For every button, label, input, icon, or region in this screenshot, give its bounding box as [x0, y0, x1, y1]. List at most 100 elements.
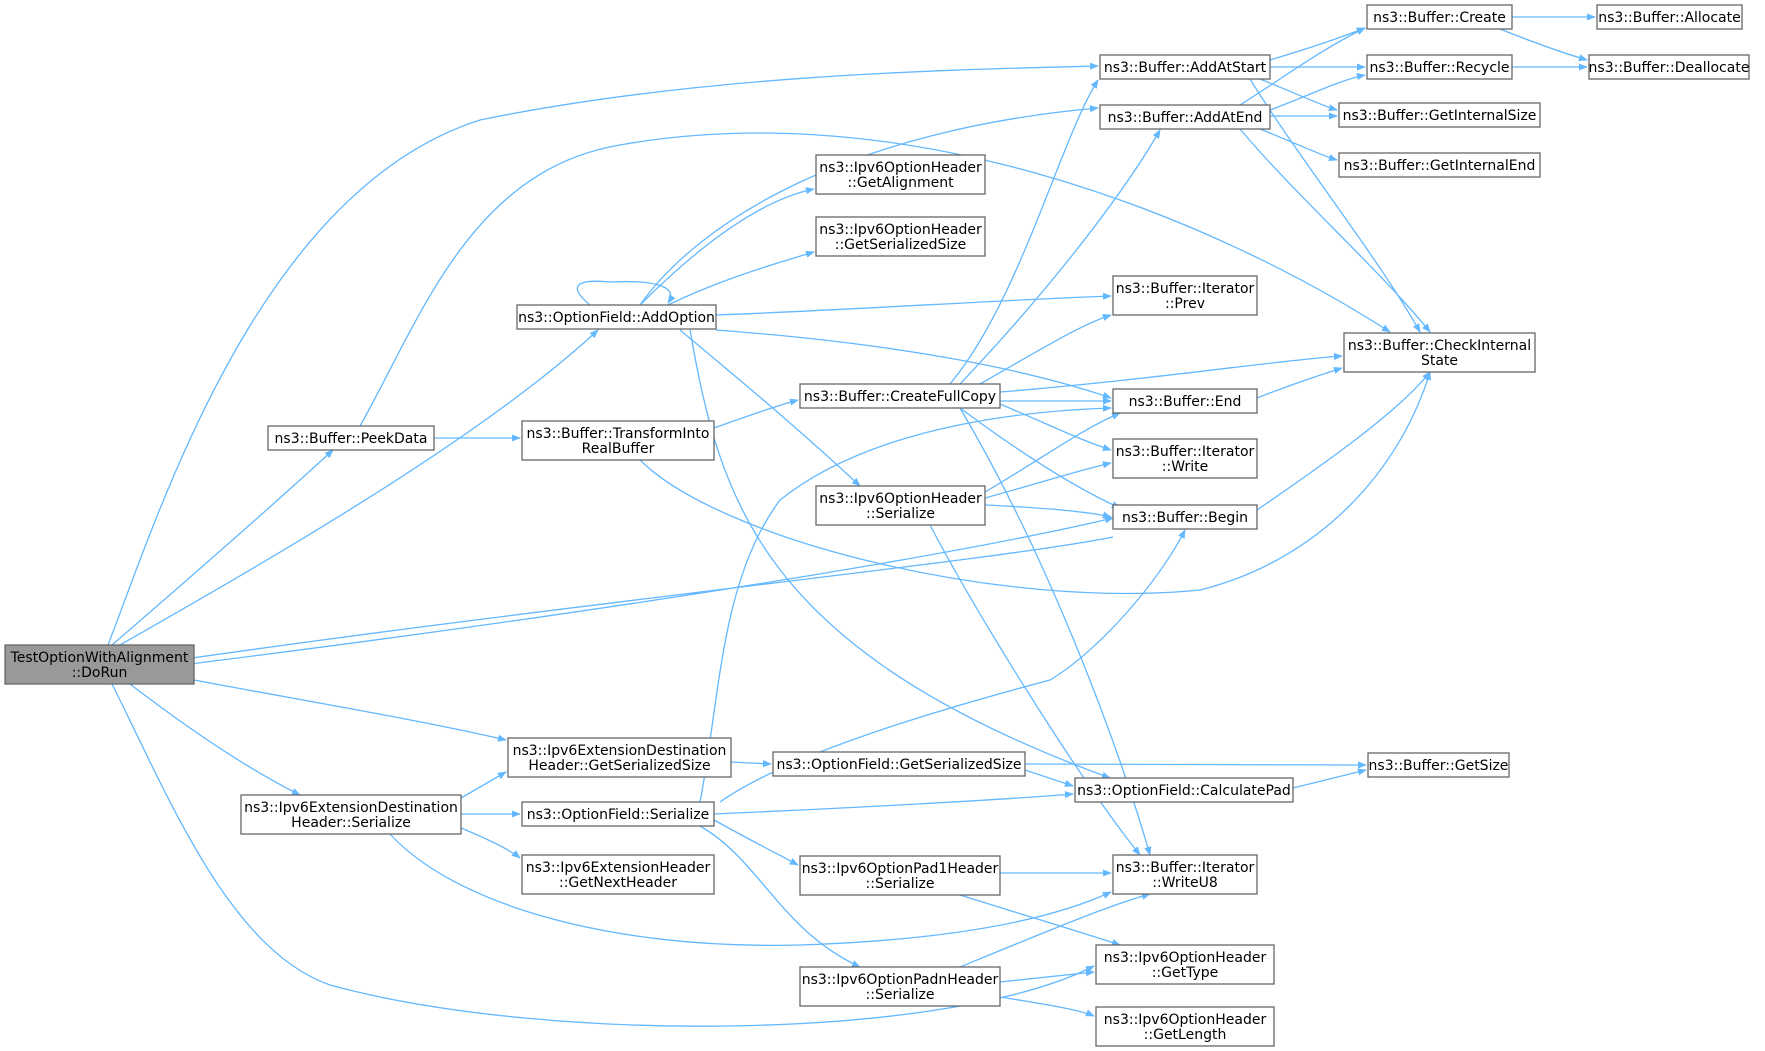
node-label: ns3::Buffer::PeekData	[275, 431, 428, 447]
node-box	[1596, 4, 1743, 30]
node-label: ns3::Buffer::Allocate	[1598, 10, 1741, 26]
node-fullcopy[interactable]: ns3::Buffer::CreateFullCopy	[799, 383, 1001, 409]
node-getnextheader[interactable]: ns3::Ipv6ExtensionHeader::GetNextHeader	[521, 854, 715, 895]
node-allocate[interactable]: ns3::Buffer::Allocate	[1596, 4, 1743, 30]
node-box	[772, 751, 1026, 777]
node-box	[4, 644, 195, 685]
edge-ext_serialize-writeu8	[389, 833, 1112, 946]
node-label: ns3::OptionField::CalculatePad	[1077, 783, 1291, 799]
edge-ext_serialize-getnextheader	[460, 827, 521, 859]
edge-hdr_serialize-begin	[984, 504, 1112, 519]
node-pad1[interactable]: ns3::Ipv6OptionPad1Header::Serialize	[799, 855, 1001, 896]
node-gettype[interactable]: ns3::Ipv6OptionHeader::GetType	[1095, 944, 1275, 985]
edge-create-deallocate	[1499, 28, 1588, 62]
node-peekdata[interactable]: ns3::Buffer::PeekData	[267, 425, 435, 451]
node-label: ns3::Buffer::Iterator	[1116, 860, 1255, 876]
node-box	[516, 304, 717, 330]
node-ext_serialize[interactable]: ns3::Ipv6ExtensionDestinationHeader::Ser…	[240, 794, 462, 835]
node-box	[1343, 332, 1536, 373]
edge-ext_getsize-opt_getsize	[730, 759, 772, 768]
edge-opt_serialize-calcpad	[713, 791, 1074, 815]
node-deallocate[interactable]: ns3::Buffer::Deallocate	[1588, 54, 1750, 80]
node-calcpad[interactable]: ns3::OptionField::CalculatePad	[1074, 777, 1294, 803]
node-label: ns3::Buffer::AddAtStart	[1104, 60, 1267, 76]
node-end[interactable]: ns3::Buffer::End	[1112, 388, 1258, 414]
node-recycle[interactable]: ns3::Buffer::Recycle	[1366, 54, 1513, 80]
node-box	[1588, 54, 1750, 80]
node-label: ::Serialize	[866, 987, 935, 1003]
edge-opt_serialize-pad1	[713, 819, 799, 866]
node-box	[1112, 388, 1258, 414]
node-label: State	[1421, 353, 1458, 369]
edge-addoption-hdr_getsize	[667, 250, 815, 306]
node-getsize[interactable]: ns3::Buffer::GetSize	[1367, 752, 1510, 778]
node-getlength[interactable]: ns3::Ipv6OptionHeader::GetLength	[1095, 1006, 1275, 1047]
node-box	[521, 420, 715, 461]
node-getinternalend[interactable]: ns3::Buffer::GetInternalEnd	[1338, 152, 1541, 178]
node-label: ns3::Ipv6OptionPad1Header	[802, 861, 999, 877]
node-getalign[interactable]: ns3::Ipv6OptionHeader::GetAlignment	[815, 154, 986, 195]
node-box	[1095, 944, 1275, 985]
node-opt_getsize[interactable]: ns3::OptionField::GetSerializedSize	[772, 751, 1026, 777]
node-getinternalsize[interactable]: ns3::Buffer::GetInternalSize	[1338, 102, 1541, 128]
node-box	[1099, 104, 1271, 130]
edge-addoption-end	[715, 329, 1112, 399]
node-label: ns3::Ipv6OptionHeader	[1104, 950, 1267, 966]
edge-fullcopy-addatstart	[949, 79, 1099, 385]
edge-addatstart-getinternalsize	[1259, 78, 1338, 112]
node-ext_getsize[interactable]: ns3::Ipv6ExtensionDestinationHeader::Get…	[507, 737, 732, 778]
node-label: ::Serialize	[866, 876, 935, 892]
node-begin[interactable]: ns3::Buffer::Begin	[1112, 504, 1258, 530]
node-addatend[interactable]: ns3::Buffer::AddAtEnd	[1099, 104, 1271, 130]
node-box	[799, 383, 1001, 409]
node-label: ns3::Ipv6ExtensionDestination	[244, 800, 458, 816]
edge-fullcopy-checkstate	[999, 352, 1343, 393]
node-box	[1112, 854, 1258, 895]
node-addoption[interactable]: ns3::OptionField::AddOption	[516, 304, 717, 330]
node-label: ns3::Ipv6OptionHeader	[819, 222, 982, 238]
edge-fullcopy-addatend	[959, 129, 1161, 385]
node-opt_serialize[interactable]: ns3::OptionField::Serialize	[521, 801, 715, 827]
node-box	[267, 425, 435, 451]
node-label: Header::GetSerializedSize	[528, 758, 710, 774]
node-label: ::GetLength	[1144, 1027, 1227, 1043]
node-box	[1366, 54, 1513, 80]
edge-addoption-prev	[715, 292, 1112, 316]
node-prev[interactable]: ns3::Buffer::Iterator::Prev	[1112, 275, 1258, 316]
node-label: ns3::Buffer::GetInternalEnd	[1344, 158, 1536, 174]
edge-addoption-calcpad	[689, 329, 1111, 779]
edge-root-addatstart	[107, 62, 1099, 646]
node-label: ns3::Ipv6OptionHeader	[819, 160, 982, 176]
node-label: ns3::OptionField::Serialize	[527, 807, 709, 823]
node-label: ns3::Buffer::CreateFullCopy	[804, 389, 996, 405]
node-box	[1366, 4, 1513, 30]
node-box	[799, 855, 1001, 896]
node-padn[interactable]: ns3::Ipv6OptionPadnHeader::Serialize	[799, 966, 1001, 1007]
node-label: ::WriteU8	[1152, 875, 1218, 891]
edge-addatend-checkstate	[1239, 128, 1431, 333]
node-hdr_serialize[interactable]: ns3::Ipv6OptionHeader::Serialize	[815, 485, 986, 526]
node-hdr_getsize[interactable]: ns3::Ipv6OptionHeader::GetSerializedSize	[815, 216, 986, 257]
edges	[107, 13, 1596, 1027]
node-create[interactable]: ns3::Buffer::Create	[1366, 4, 1513, 30]
edge-peekdata-checkstate	[359, 132, 1391, 427]
edge-opt_getsize-getsize	[1024, 761, 1367, 769]
edge-root-addoption	[119, 329, 599, 646]
edge-opt_getsize-calcpad	[1024, 769, 1074, 787]
node-box	[1112, 504, 1258, 530]
node-addatstart[interactable]: ns3::Buffer::AddAtStart	[1099, 54, 1271, 80]
node-box	[240, 794, 462, 835]
edge-ext_serialize-ext_getsize	[460, 771, 507, 799]
node-label: ns3::Buffer::End	[1129, 394, 1242, 410]
node-box	[1112, 438, 1258, 479]
node-box	[815, 154, 986, 195]
edge-padn-gettype	[999, 969, 1095, 983]
edge-addoption-addatstart	[639, 105, 1099, 306]
node-label: ns3::Ipv6ExtensionDestination	[513, 743, 727, 759]
node-write[interactable]: ns3::Buffer::Iterator::Write	[1112, 438, 1258, 479]
node-writeu8[interactable]: ns3::Buffer::Iterator::WriteU8	[1112, 854, 1258, 895]
node-label: ns3::Buffer::Deallocate	[1589, 60, 1750, 76]
node-root[interactable]: TestOptionWithAlignment::DoRun	[4, 644, 195, 685]
